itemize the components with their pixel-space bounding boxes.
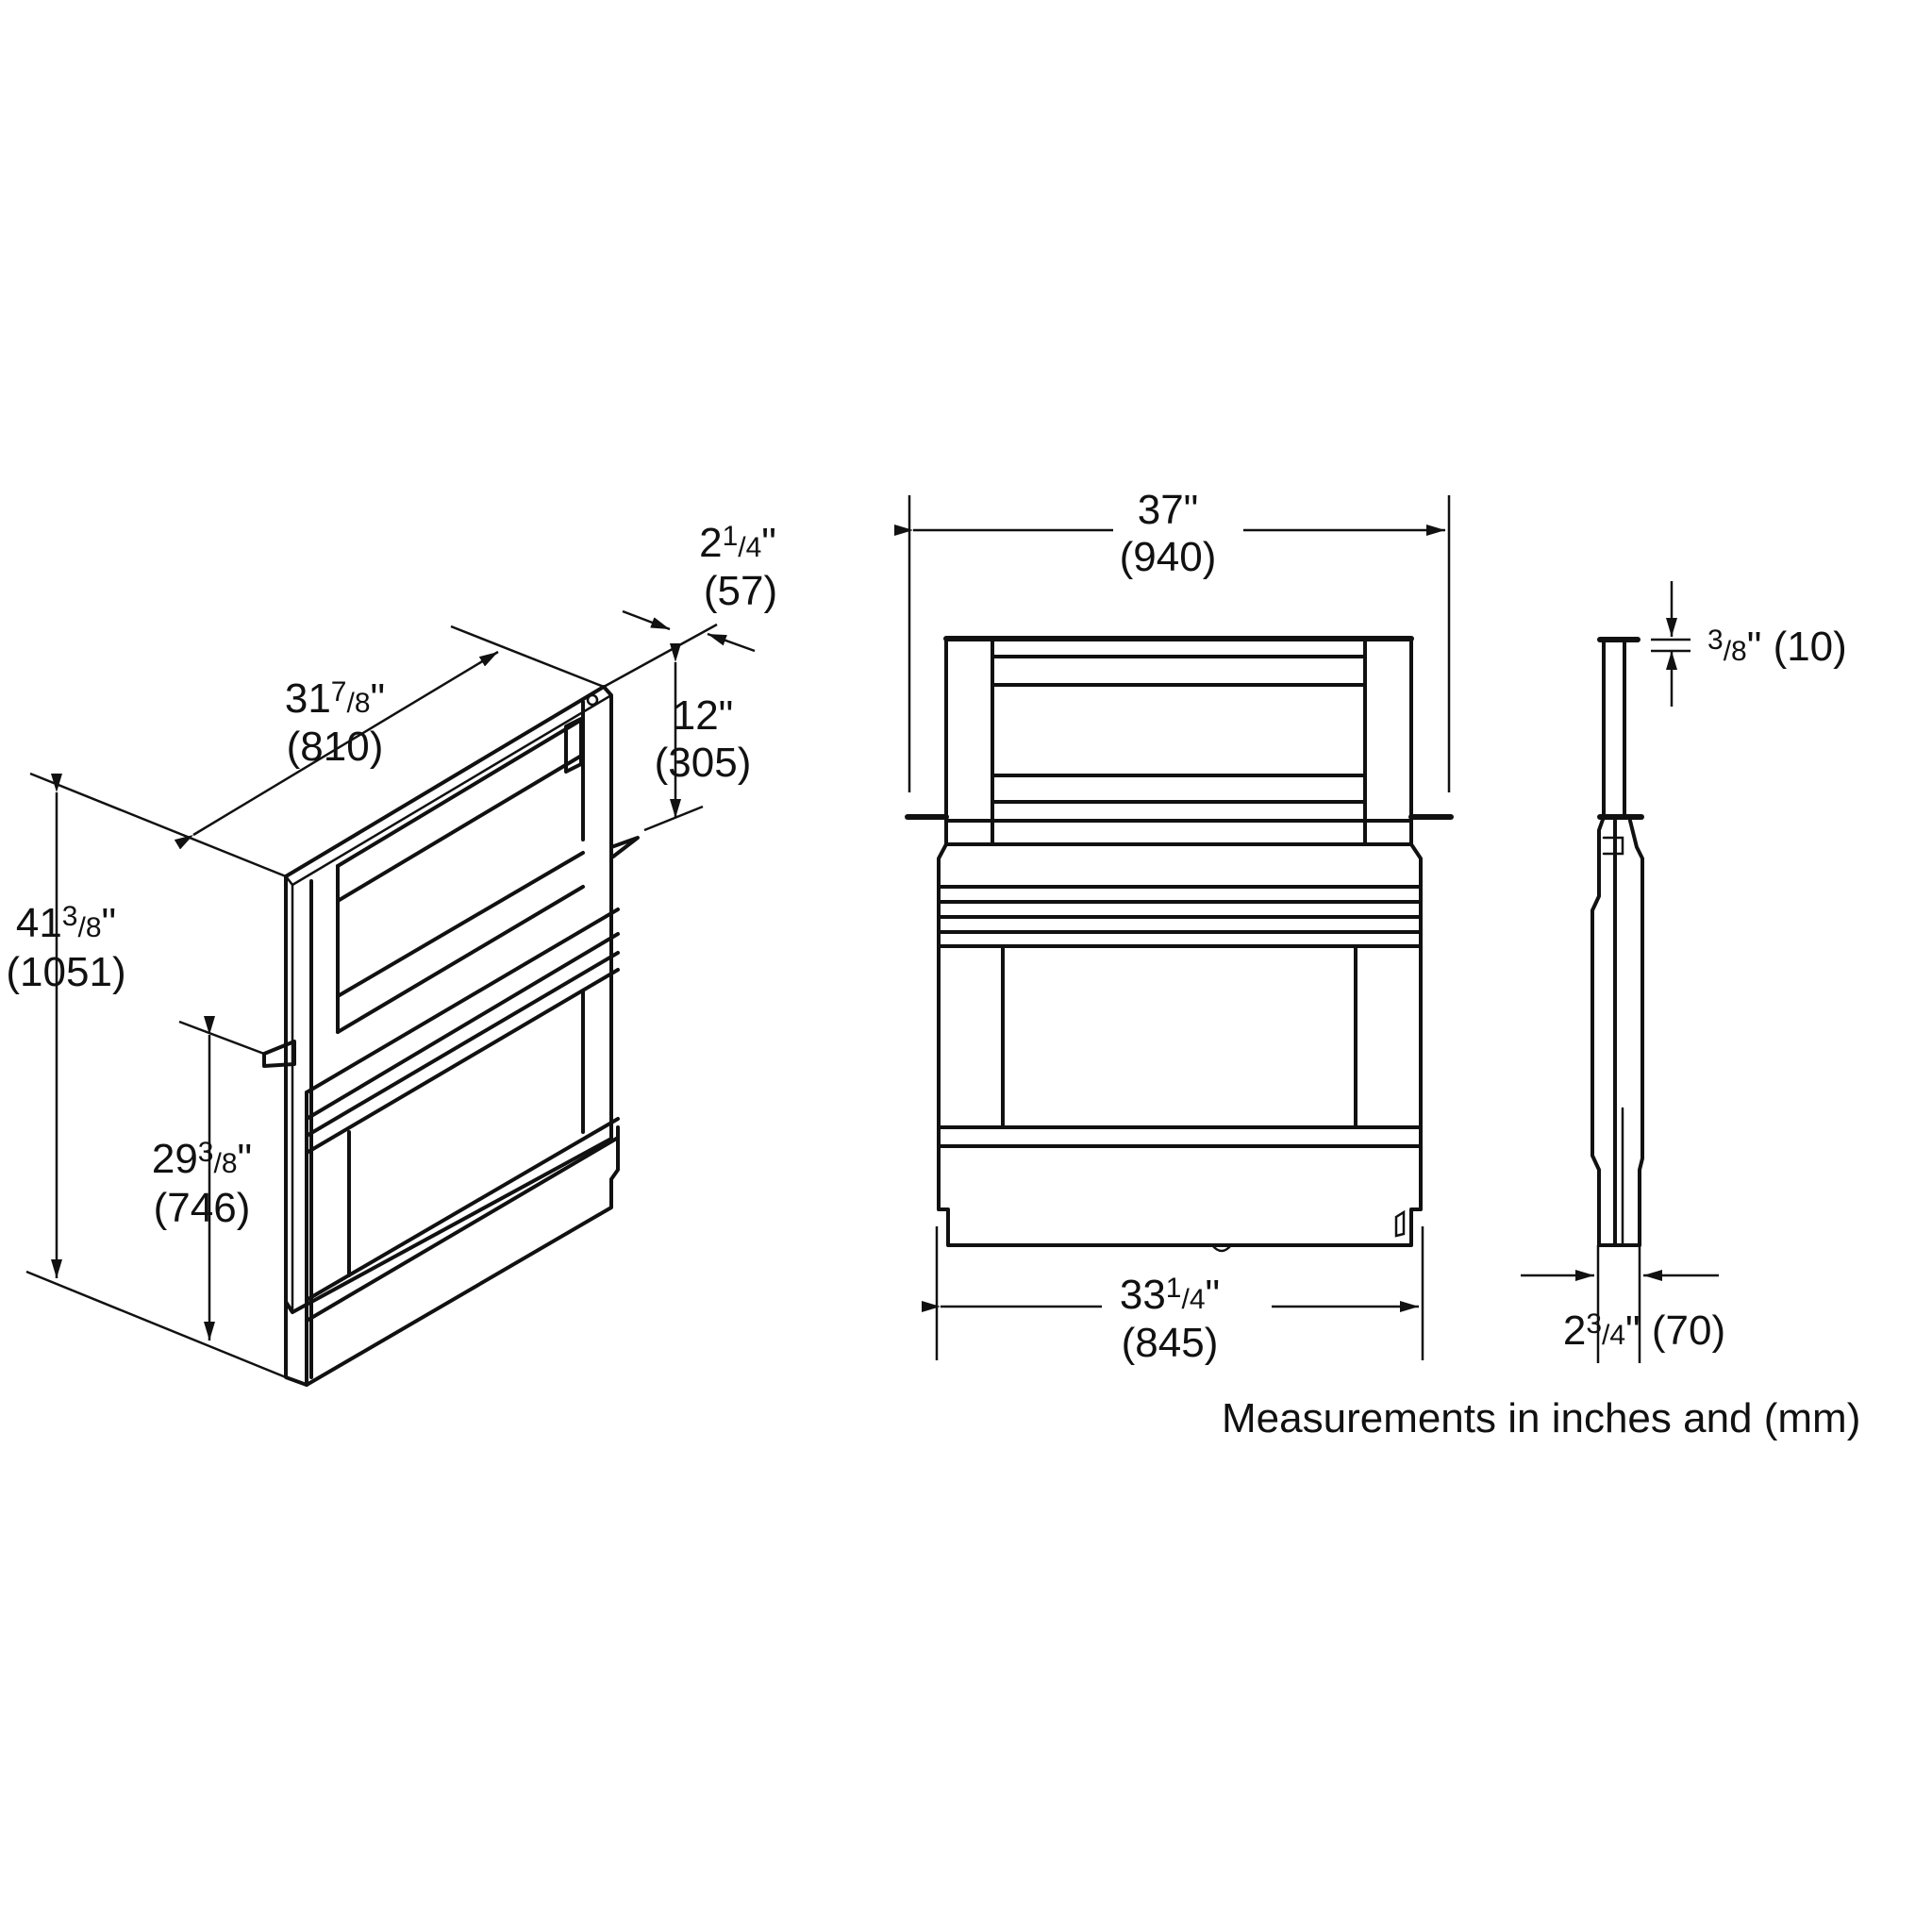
svg-text:317/8": 317/8" — [285, 675, 385, 722]
svg-text:(810): (810) — [287, 724, 384, 770]
label-rise: 12" (305) — [655, 692, 752, 786]
svg-text:293/8": 293/8" — [152, 1136, 252, 1182]
svg-text:(845): (845) — [1122, 1320, 1219, 1366]
svg-text:23/4" (70): 23/4" (70) — [1563, 1307, 1725, 1354]
isometric-view — [25, 609, 756, 1387]
side-view — [1521, 581, 1719, 1363]
label-side-depth: 23/4" (70) — [1563, 1307, 1725, 1354]
svg-text:413/8": 413/8" — [16, 900, 116, 946]
front-view — [894, 495, 1454, 1360]
svg-text:21/4": 21/4" — [699, 520, 776, 566]
svg-text:(940): (940) — [1120, 534, 1217, 580]
svg-text:(57): (57) — [704, 568, 777, 614]
footnote: Measurements in inches and (mm) — [1222, 1395, 1860, 1441]
svg-text:37": 37" — [1138, 487, 1199, 533]
svg-text:12": 12" — [673, 692, 734, 739]
label-height-lower: 293/8" (746) — [152, 1136, 252, 1231]
svg-text:(305): (305) — [655, 740, 752, 786]
label-width-top: 37" (940) — [1120, 487, 1217, 580]
svg-text:3/8" (10): 3/8" (10) — [1707, 624, 1847, 670]
label-height-total: 413/8" (1051) — [6, 900, 125, 995]
label-thickness-top: 21/4" (57) — [699, 520, 777, 614]
svg-text:(1051): (1051) — [6, 949, 125, 995]
label-lip: 3/8" (10) — [1707, 624, 1847, 670]
svg-text:331/4": 331/4" — [1120, 1272, 1220, 1318]
label-width-bottom: 331/4" (845) — [1120, 1272, 1220, 1366]
label-depth: 317/8" (810) — [285, 675, 385, 770]
svg-text:(746): (746) — [154, 1185, 251, 1231]
